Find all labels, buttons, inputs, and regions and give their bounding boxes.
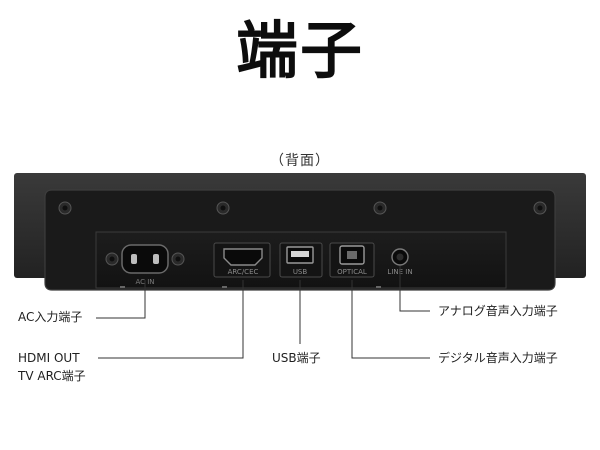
line-in-jack [391,248,409,266]
label-usb: USB端子 [272,351,321,365]
leader-line-hdmi [98,280,244,359]
label-analog-input: アナログ音声入力端子 [438,304,558,318]
label-tv-arc: TV ARC端子 [18,369,86,383]
optical-port [329,242,375,278]
usb-port [279,242,323,278]
leader-line-analog [399,266,430,312]
label-hdmi-out: HDMI OUT [18,351,80,365]
label-digital-input: デジタル音声入力端子 [438,351,558,365]
leader-line-digital [351,280,430,359]
screw-icon [373,201,387,215]
label-ac-input: AC入力端子 [18,310,83,324]
screw-icon [58,201,72,215]
screw-icon [216,201,230,215]
hdmi-port [213,242,271,278]
hdmi-port-label: ARC/CEC [228,268,259,276]
usb-port-label: USB [293,268,308,276]
ac-port [105,244,185,274]
screw-icon [533,201,547,215]
page-title: 端子 [235,14,364,87]
leader-line-ac [96,280,146,319]
optical-port-label: OPTICAL [337,268,367,276]
view-subtitle: （背面） [270,153,330,169]
